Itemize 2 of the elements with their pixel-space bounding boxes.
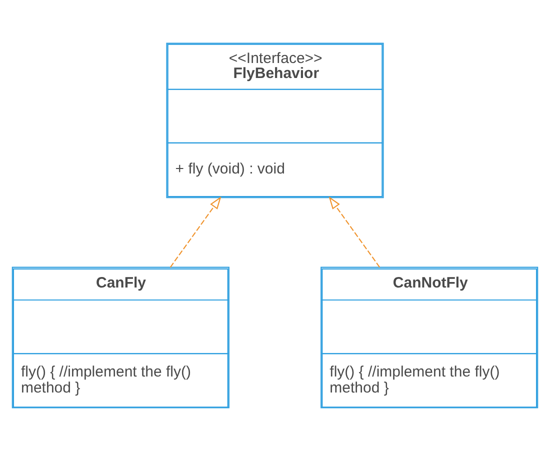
arrow <box>170 196 222 268</box>
arrow <box>328 196 380 268</box>
